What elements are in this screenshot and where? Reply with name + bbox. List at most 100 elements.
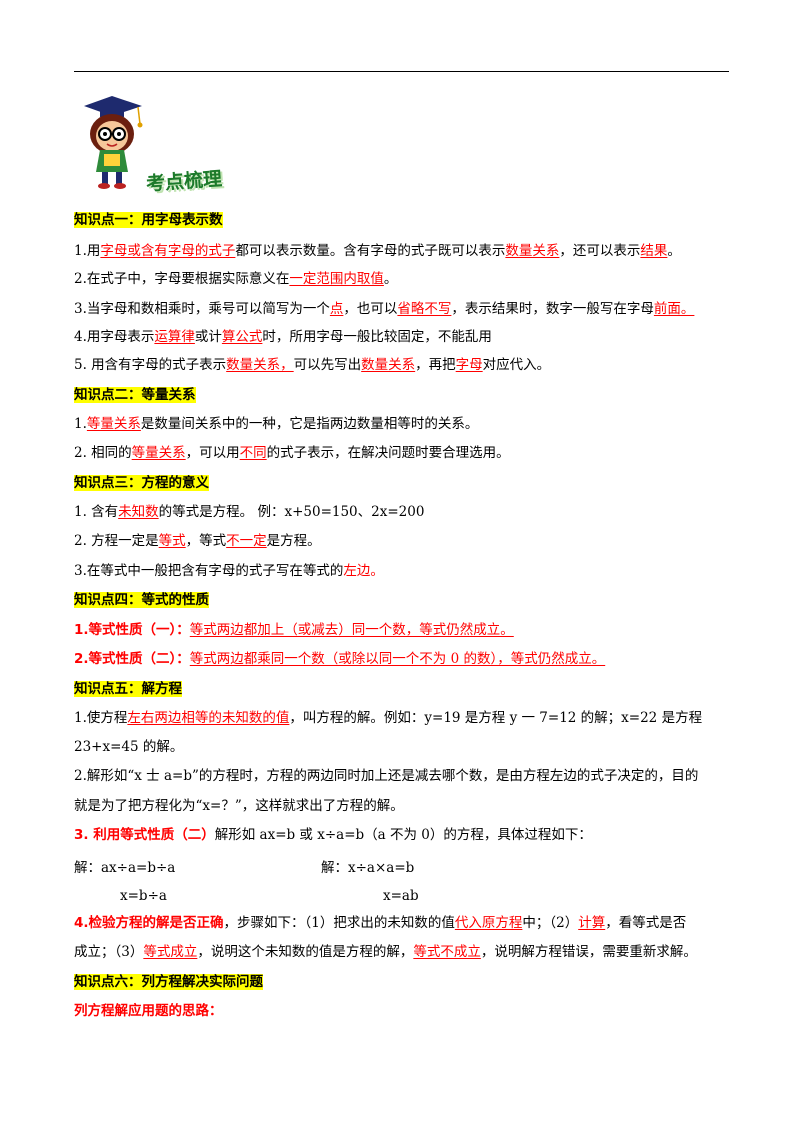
text-line: 知识点二：等量关系 [74,385,196,405]
text-line: 1. 含有未知数的等式是方程。 例：x+50=150、2x=200 [74,502,424,522]
text-segment: 点 [329,301,344,317]
text-segment: 的等式是方程。 例：x+50=150、2x=200 [158,504,425,520]
section-heading: 知识点一：用字母表示数 [74,212,223,228]
text-line: 3.在等式中一般把含有字母的式子写在等式的左边。 [74,561,384,581]
text-segment: 2.在式子中，字母要根据实际意义在 [74,271,290,287]
text-segment: ，等式 [185,533,227,549]
text-segment: 的式子表示，在解决问题时要合理选用。 [266,445,510,461]
text-segment: 5. 用含有字母的式子表示 [74,357,227,373]
text-line: 4.用字母表示运算律或计算公式时，所用字母一般比较固定，不能乱用 [74,327,492,347]
text-segment: 。 [370,563,384,579]
solution-right-line2: x=ab [383,888,419,904]
section-heading: 知识点三：方程的意义 [74,475,209,491]
text-segment: 列方程解应用题的思路： [74,1003,223,1019]
solution-left-line1: 解：ax÷a=b÷a [74,860,176,876]
text-segment: 3.在等式中一般把含有字母的式子写在等式的 [74,563,344,579]
section-heading: 知识点五：解方程 [74,681,182,697]
text-segment: 3. 利用等式性质（二） [74,827,215,843]
text-segment: ，叫方程的解。例如：y=19 是方程 y 一 7=12 的解；x=22 是方程 [289,710,703,726]
text-segment: 字母 [455,357,483,373]
text-line: 知识点四：等式的性质 [74,590,209,610]
text-segment: 都可以表示数量。含有字母的式子既可以表示 [235,243,506,259]
text-segment: 2. 方程一定是 [74,533,159,549]
text-segment: 是方程。 [266,533,321,549]
text-segment: 结果 [640,243,668,259]
text-segment: 1.用 [74,243,101,259]
text-segment: 等式成立 [143,944,198,960]
text-line: 2. 相同的等量关系，可以用不同的式子表示，在解决问题时要合理选用。 [74,443,510,463]
text-line: 1.使方程左右两边相等的未知数的值，叫方程的解。例如：y=19 是方程 y 一 … [74,708,702,728]
text-segment: 省略不写 [397,301,452,317]
header-rule [74,71,729,72]
text-segment: 可以先写出 [293,357,362,373]
teacher-mascot-icon: 考点梳理 考点梳理 [84,96,225,196]
text-segment: 是数量间关系中的一种，它是指两边数量相等时的关系。 [140,416,479,432]
text-segment: 不一定 [226,533,267,549]
text-segment: 1. [74,416,87,432]
text-segment: 算公式 [221,329,263,345]
text-segment: ，步骤如下：（1）把求出的未知数的值 [223,915,455,931]
text-line: 2.在式子中，字母要根据实际意义在一定范围内取值。 [74,269,397,289]
text-segment: ，再把 [415,357,456,373]
text-segment: 左右两边相等的未知数的值 [127,710,290,726]
text-line: 成立；（3）等式成立，说明这个未知数的值是方程的解，等式不成立，说明解方程错误，… [74,942,697,962]
text-line: 列方程解应用题的思路： [74,1001,223,1021]
text-line: 就是为了把方程化为“x=？”，这样就求出了方程的解。 [74,796,404,816]
text-line: 3.当字母和数相乘时，乘号可以简写为一个点，也可以省略不写，表示结果时，数字一般… [74,299,694,319]
section-heading: 知识点四：等式的性质 [74,592,209,608]
text-line: 4.检验方程的解是否正确，步骤如下：（1）把求出的未知数的值代入原方程中；（2）… [74,913,686,933]
text-segment: 解形如 ax=b 或 x÷a=b（a 不为 0）的方程，具体过程如下： [214,827,592,843]
text-segment: 。 [383,271,398,287]
text-line: 2.解形如“x 士 a=b”的方程时，方程的两边同时加上还是减去哪个数，是由方程… [74,766,698,786]
text-segment: 数量关系 [361,357,416,373]
text-segment: 4.用字母表示 [74,329,155,345]
text-line: 2. 方程一定是等式，等式不一定是方程。 [74,531,321,551]
text-segment: 等式两边都乘同一个数（或除以同一个不为 0 的数），等式仍然成立。 [189,651,606,667]
text-segment: 等式 [158,533,186,549]
text-segment: 。 [667,243,681,259]
text-segment: ，也可以 [343,301,398,317]
text-segment: 中；（2） [522,915,579,931]
section-heading: 知识点二：等量关系 [74,387,196,403]
text-line: 知识点一：用字母表示数 [74,210,223,230]
text-line: 3. 利用等式性质（二）解形如 ax=b 或 x÷a=b（a 不为 0）的方程，… [74,825,592,845]
text-segment: 就是为了把方程化为“x=？”，这样就求出了方程的解。 [74,798,404,814]
text-segment: 2.解形如“x 士 a=b”的方程时，方程的两边同时加上还是减去哪个数，是由方程… [74,768,699,784]
text-line: 知识点三：方程的意义 [74,473,209,493]
solution-right-line1: 解：x÷a×a=b [321,860,415,876]
text-segment: 3.当字母和数相乘时，乘号可以简写为一个 [74,301,330,317]
text-segment: 数量关系 [505,243,560,259]
text-segment: ，看等式是否 [605,915,687,931]
text-segment: 不同 [239,445,267,461]
text-line: 1.等式性质（一）：等式两边都加上（或减去）同一个数，等式仍然成立。 [74,620,514,640]
text-line: 23+x=45 的解。 [74,737,183,757]
text-segment: 一定范围内取值 [289,271,384,287]
text-segment: 1.等式性质（一）： [74,622,190,638]
text-segment: 4.检验方程的解是否正确 [74,915,224,931]
header-title-shadow: 考点梳理 [147,169,224,196]
text-segment: ，还可以表示 [559,243,641,259]
text-segment: 1. 含有 [74,504,119,520]
text-segment: 或计 [194,329,222,345]
text-segment: 字母或含有字母的式子 [100,243,236,259]
text-segment: ，说明解方程错误，需要重新求解。 [480,944,697,960]
text-segment: 计算 [578,915,606,931]
text-segment: 代入原方程 [454,915,523,931]
header-title: 考点梳理 [145,167,222,195]
text-segment: 2.等式性质（二）： [74,651,190,667]
text-line: 2.等式性质（二）：等式两边都乘同一个数（或除以同一个不为 0 的数），等式仍然… [74,649,605,669]
text-segment: 23+x=45 的解。 [74,739,184,755]
text-segment: 等量关系 [86,416,141,432]
text-segment: 运算律 [154,329,195,345]
text-segment: 左边 [343,563,371,579]
text-segment: ，可以用 [185,445,240,461]
text-segment: 对应代入。 [482,357,551,373]
text-segment: 等量关系 [131,445,186,461]
text-segment: 成立；（3） [74,944,144,960]
text-line: 5. 用含有字母的式子表示数量关系，可以先写出数量关系，再把字母对应代入。 [74,355,550,375]
text-segment: ，说明这个未知数的值是方程的解， [197,944,414,960]
text-line: 1.用字母或含有字母的式子都可以表示数量。含有字母的式子既可以表示数量关系，还可… [74,241,681,261]
text-segment: 未知数 [118,504,159,520]
text-line: 1.等量关系是数量间关系中的一种，它是指两边数量相等时的关系。 [74,414,478,434]
text-line: 知识点六：列方程解决实际问题 [74,972,263,992]
